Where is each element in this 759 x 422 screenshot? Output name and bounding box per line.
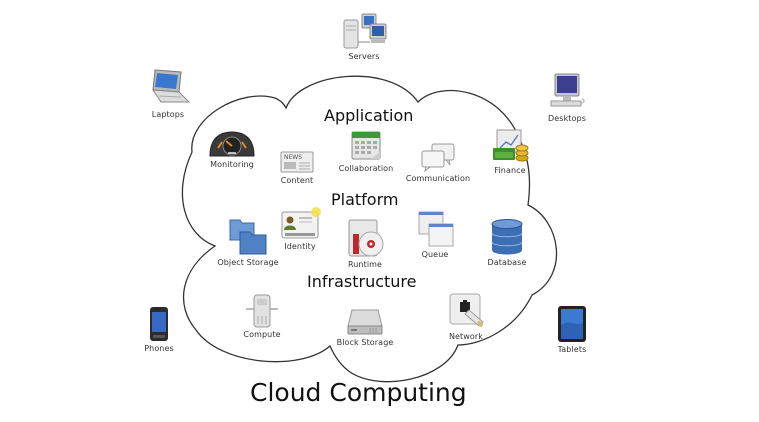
service-label: Monitoring	[210, 160, 254, 169]
service-label: Collaboration	[338, 164, 394, 173]
service-finance: Finance	[484, 128, 536, 175]
layer-title-infrastructure: Infrastructure	[307, 272, 417, 291]
layer-title-application: Application	[324, 106, 414, 125]
service-block-storage: Block Storage	[332, 308, 398, 347]
hard-drive-icon	[347, 309, 383, 335]
network-jack-icon	[449, 293, 484, 328]
runtime-disc-icon	[348, 219, 384, 257]
service-communication: Communication	[402, 142, 474, 183]
service-database: Database	[482, 218, 532, 267]
newspaper-icon: NEWS	[280, 151, 314, 173]
server-tower-icon	[246, 294, 278, 328]
client-label: Desktops	[548, 114, 586, 123]
laptop-icon	[152, 69, 191, 103]
service-label: Compute	[243, 330, 281, 339]
service-content: NEWS Content	[272, 150, 322, 185]
service-queue: Queue	[410, 210, 460, 259]
client-label: Laptops	[151, 110, 185, 119]
service-label: Object Storage	[217, 258, 279, 267]
svg-text:NEWS: NEWS	[284, 154, 302, 161]
database-icon	[491, 219, 523, 255]
service-label: Communication	[405, 174, 471, 183]
folders-icon	[229, 219, 267, 255]
calendar-icon	[351, 131, 381, 160]
service-runtime: Runtime	[340, 218, 390, 269]
client-label: Tablets	[557, 345, 587, 354]
service-label: Network	[448, 332, 484, 341]
layer-title-platform: Platform	[331, 190, 399, 209]
service-collaboration: Collaboration	[334, 130, 398, 173]
client-label: Phones	[144, 344, 174, 353]
windows-stack-icon	[418, 211, 454, 247]
dashboard-gauge-icon	[209, 131, 255, 157]
service-label: Identity	[284, 242, 316, 251]
service-label: Content	[280, 176, 314, 185]
service-object-storage: Object Storage	[210, 216, 286, 267]
money-chart-icon	[493, 129, 529, 162]
tablet-icon	[558, 306, 586, 342]
service-label: Queue	[421, 250, 449, 259]
service-label: Runtime	[347, 260, 383, 269]
client-phones: Phones	[130, 306, 188, 353]
service-network: Network	[440, 292, 492, 341]
desktop-icon	[550, 73, 585, 107]
phone-icon	[150, 307, 168, 341]
client-label: Servers	[348, 52, 380, 61]
servers-icon	[343, 13, 387, 49]
diagram-title: Cloud Computing	[250, 378, 467, 407]
chat-bubbles-icon	[421, 143, 455, 172]
service-identity: Identity	[274, 206, 326, 251]
id-card-icon	[281, 207, 321, 239]
client-servers: Servers	[334, 12, 394, 61]
client-tablets: Tablets	[543, 305, 601, 354]
service-label: Finance	[494, 166, 526, 175]
client-desktops: Desktops	[537, 72, 597, 123]
service-label: Block Storage	[336, 338, 394, 347]
service-compute: Compute	[236, 294, 288, 339]
service-label: Database	[487, 258, 527, 267]
service-monitoring: Monitoring	[200, 130, 264, 169]
client-laptops: Laptops	[138, 68, 198, 119]
